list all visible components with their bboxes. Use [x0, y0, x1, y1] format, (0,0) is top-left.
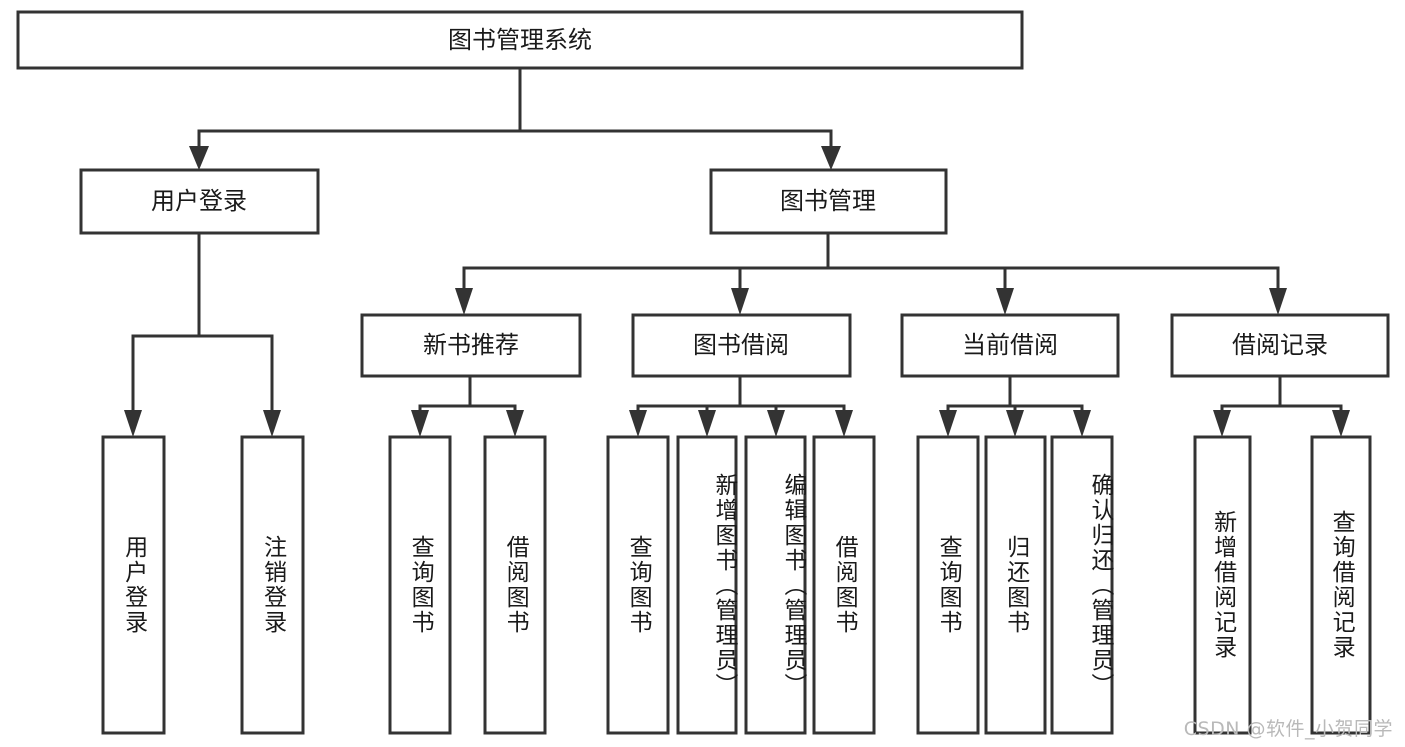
arrow-head-leaf-edit-book	[767, 410, 785, 437]
arrow-head-leaf-query-book-2	[629, 410, 647, 437]
node-leaf-user-logout-box[interactable]	[240, 435, 305, 735]
node-leaf-query-book-2-box[interactable]	[606, 435, 670, 735]
node-user-login[interactable]: 用户登录	[79, 168, 320, 235]
node-user-login-label: 用户登录	[151, 187, 247, 215]
node-leaf-borrow-book-2-box[interactable]	[812, 435, 876, 735]
arrow-head-leaf-confirm-return	[1073, 410, 1091, 437]
arrow-head-leaf-query-book-3	[939, 410, 957, 437]
node-borrow-record-label: 借阅记录	[1232, 331, 1328, 359]
node-leaf-add-book-box[interactable]	[676, 435, 738, 735]
arrow-head-user-login	[189, 146, 209, 170]
connector-group-root	[189, 66, 841, 170]
node-book-borrow-box[interactable]	[631, 313, 852, 378]
arrow-head-leaf-query-record	[1332, 410, 1350, 437]
connector-group-book-borrow	[629, 374, 853, 437]
arrow-head-book-borrow	[731, 288, 749, 315]
connector-group-borrow-record	[1213, 374, 1350, 437]
node-leaf-add-record-box[interactable]	[1193, 435, 1252, 735]
arrow-head-leaf-borrow-book-2	[835, 410, 853, 437]
node-leaf-query-book-3-box[interactable]	[916, 435, 980, 735]
arrow-head-leaf-user-logout	[263, 410, 281, 437]
arrow-head-leaf-add-book	[698, 410, 716, 437]
node-leaf-user-login-box[interactable]	[101, 435, 166, 735]
node-leaf-edit-book-box[interactable]	[744, 435, 807, 735]
node-borrow-record-box[interactable]	[1170, 313, 1390, 378]
node-current-borrow[interactable]: 当前借阅	[900, 313, 1120, 378]
connector-group-new-book-rec	[411, 374, 524, 437]
node-leaf-query-record-box[interactable]	[1310, 435, 1372, 735]
node-book-borrow-label: 图书借阅	[693, 331, 789, 359]
arrow-head-leaf-user-login	[124, 410, 142, 437]
node-leaf-query-book-1-box[interactable]	[388, 435, 452, 735]
node-leaf-return-book-box[interactable]	[984, 435, 1047, 735]
leaf-box-group	[101, 435, 1372, 735]
node-new-book-rec[interactable]: 新书推荐	[360, 313, 582, 378]
arrow-head-book-manage	[821, 146, 841, 170]
arrow-head-leaf-return-book	[1006, 410, 1024, 437]
node-borrow-record[interactable]: 借阅记录	[1170, 313, 1390, 378]
arrow-head-leaf-query-book-1	[411, 410, 429, 437]
node-book-borrow[interactable]: 图书借阅	[631, 313, 852, 378]
connector-group-current-borrow	[939, 374, 1091, 437]
arrow-head-new-book-rec	[455, 288, 473, 315]
node-current-borrow-box[interactable]	[900, 313, 1120, 378]
arrow-head-leaf-add-record	[1213, 410, 1231, 437]
csdn-watermark: CSDN @软件_小贺同学	[1183, 718, 1393, 740]
arrow-head-borrow-record	[1269, 288, 1287, 315]
node-new-book-rec-box[interactable]	[360, 313, 582, 378]
connector-group-book-manage	[455, 231, 1287, 315]
node-user-login-box[interactable]	[79, 168, 320, 235]
arrow-head-current-borrow	[996, 288, 1014, 315]
node-new-book-rec-label: 新书推荐	[423, 331, 519, 359]
arrow-head-leaf-borrow-book-1	[506, 410, 524, 437]
node-root[interactable]: 图书管理系统	[16, 10, 1024, 70]
node-book-manage[interactable]: 图书管理	[709, 168, 948, 235]
node-root-box[interactable]	[16, 10, 1024, 70]
node-leaf-borrow-book-1-box[interactable]	[483, 435, 547, 735]
node-root-label: 图书管理系统	[448, 26, 592, 54]
node-book-manage-label: 图书管理	[780, 187, 876, 215]
node-current-borrow-label: 当前借阅	[962, 331, 1058, 359]
connector-group-user-login	[124, 231, 281, 437]
node-book-manage-box[interactable]	[709, 168, 948, 235]
node-leaf-confirm-return-box[interactable]	[1050, 435, 1114, 735]
